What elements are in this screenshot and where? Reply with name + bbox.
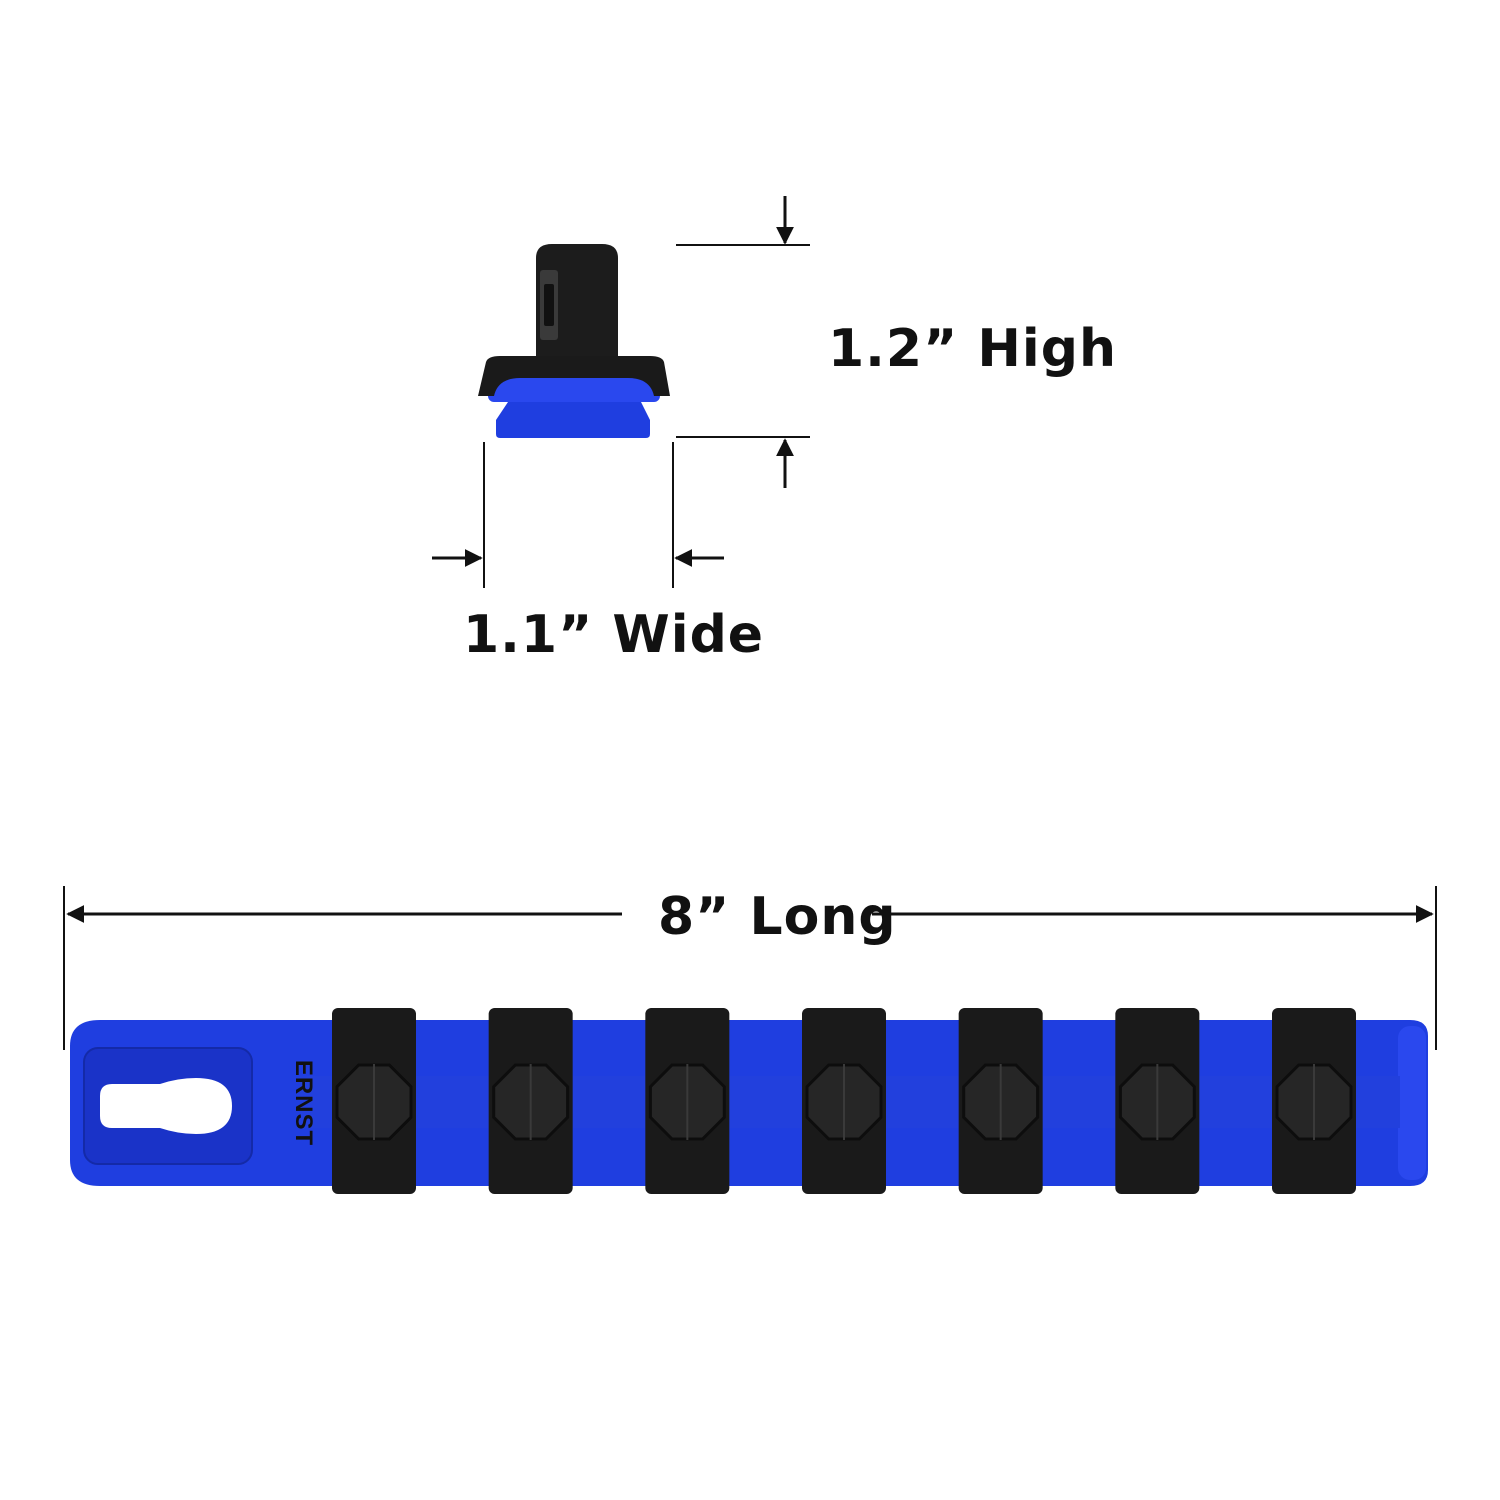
keyhole-slot-icon <box>100 1078 232 1134</box>
length-dimension: 8” Long <box>63 886 1437 1050</box>
width-label: 1.1” Wide <box>463 605 764 665</box>
rail-clip <box>802 1008 886 1194</box>
clip-blue-base <box>496 396 650 438</box>
height-dimension: 1.2” High <box>676 196 1117 488</box>
rail-clip <box>488 1008 573 1194</box>
rail-clip <box>332 1008 416 1194</box>
single-clip <box>478 244 670 438</box>
width-dimension: 1.1” Wide <box>432 442 764 665</box>
clip-black-collar <box>478 356 670 396</box>
height-label: 1.2” High <box>828 319 1117 379</box>
rail-clip <box>645 1008 730 1194</box>
socket-rail: ERNST <box>70 1008 1428 1194</box>
rail-clip <box>958 1008 1043 1194</box>
rail-clip <box>1272 1008 1356 1194</box>
brand-label: ERNST <box>290 1060 317 1146</box>
rail-clips <box>332 1008 1356 1194</box>
rail-clip <box>1115 1008 1200 1194</box>
length-label: 8” Long <box>658 887 897 947</box>
rail-end-cap <box>1398 1026 1426 1180</box>
